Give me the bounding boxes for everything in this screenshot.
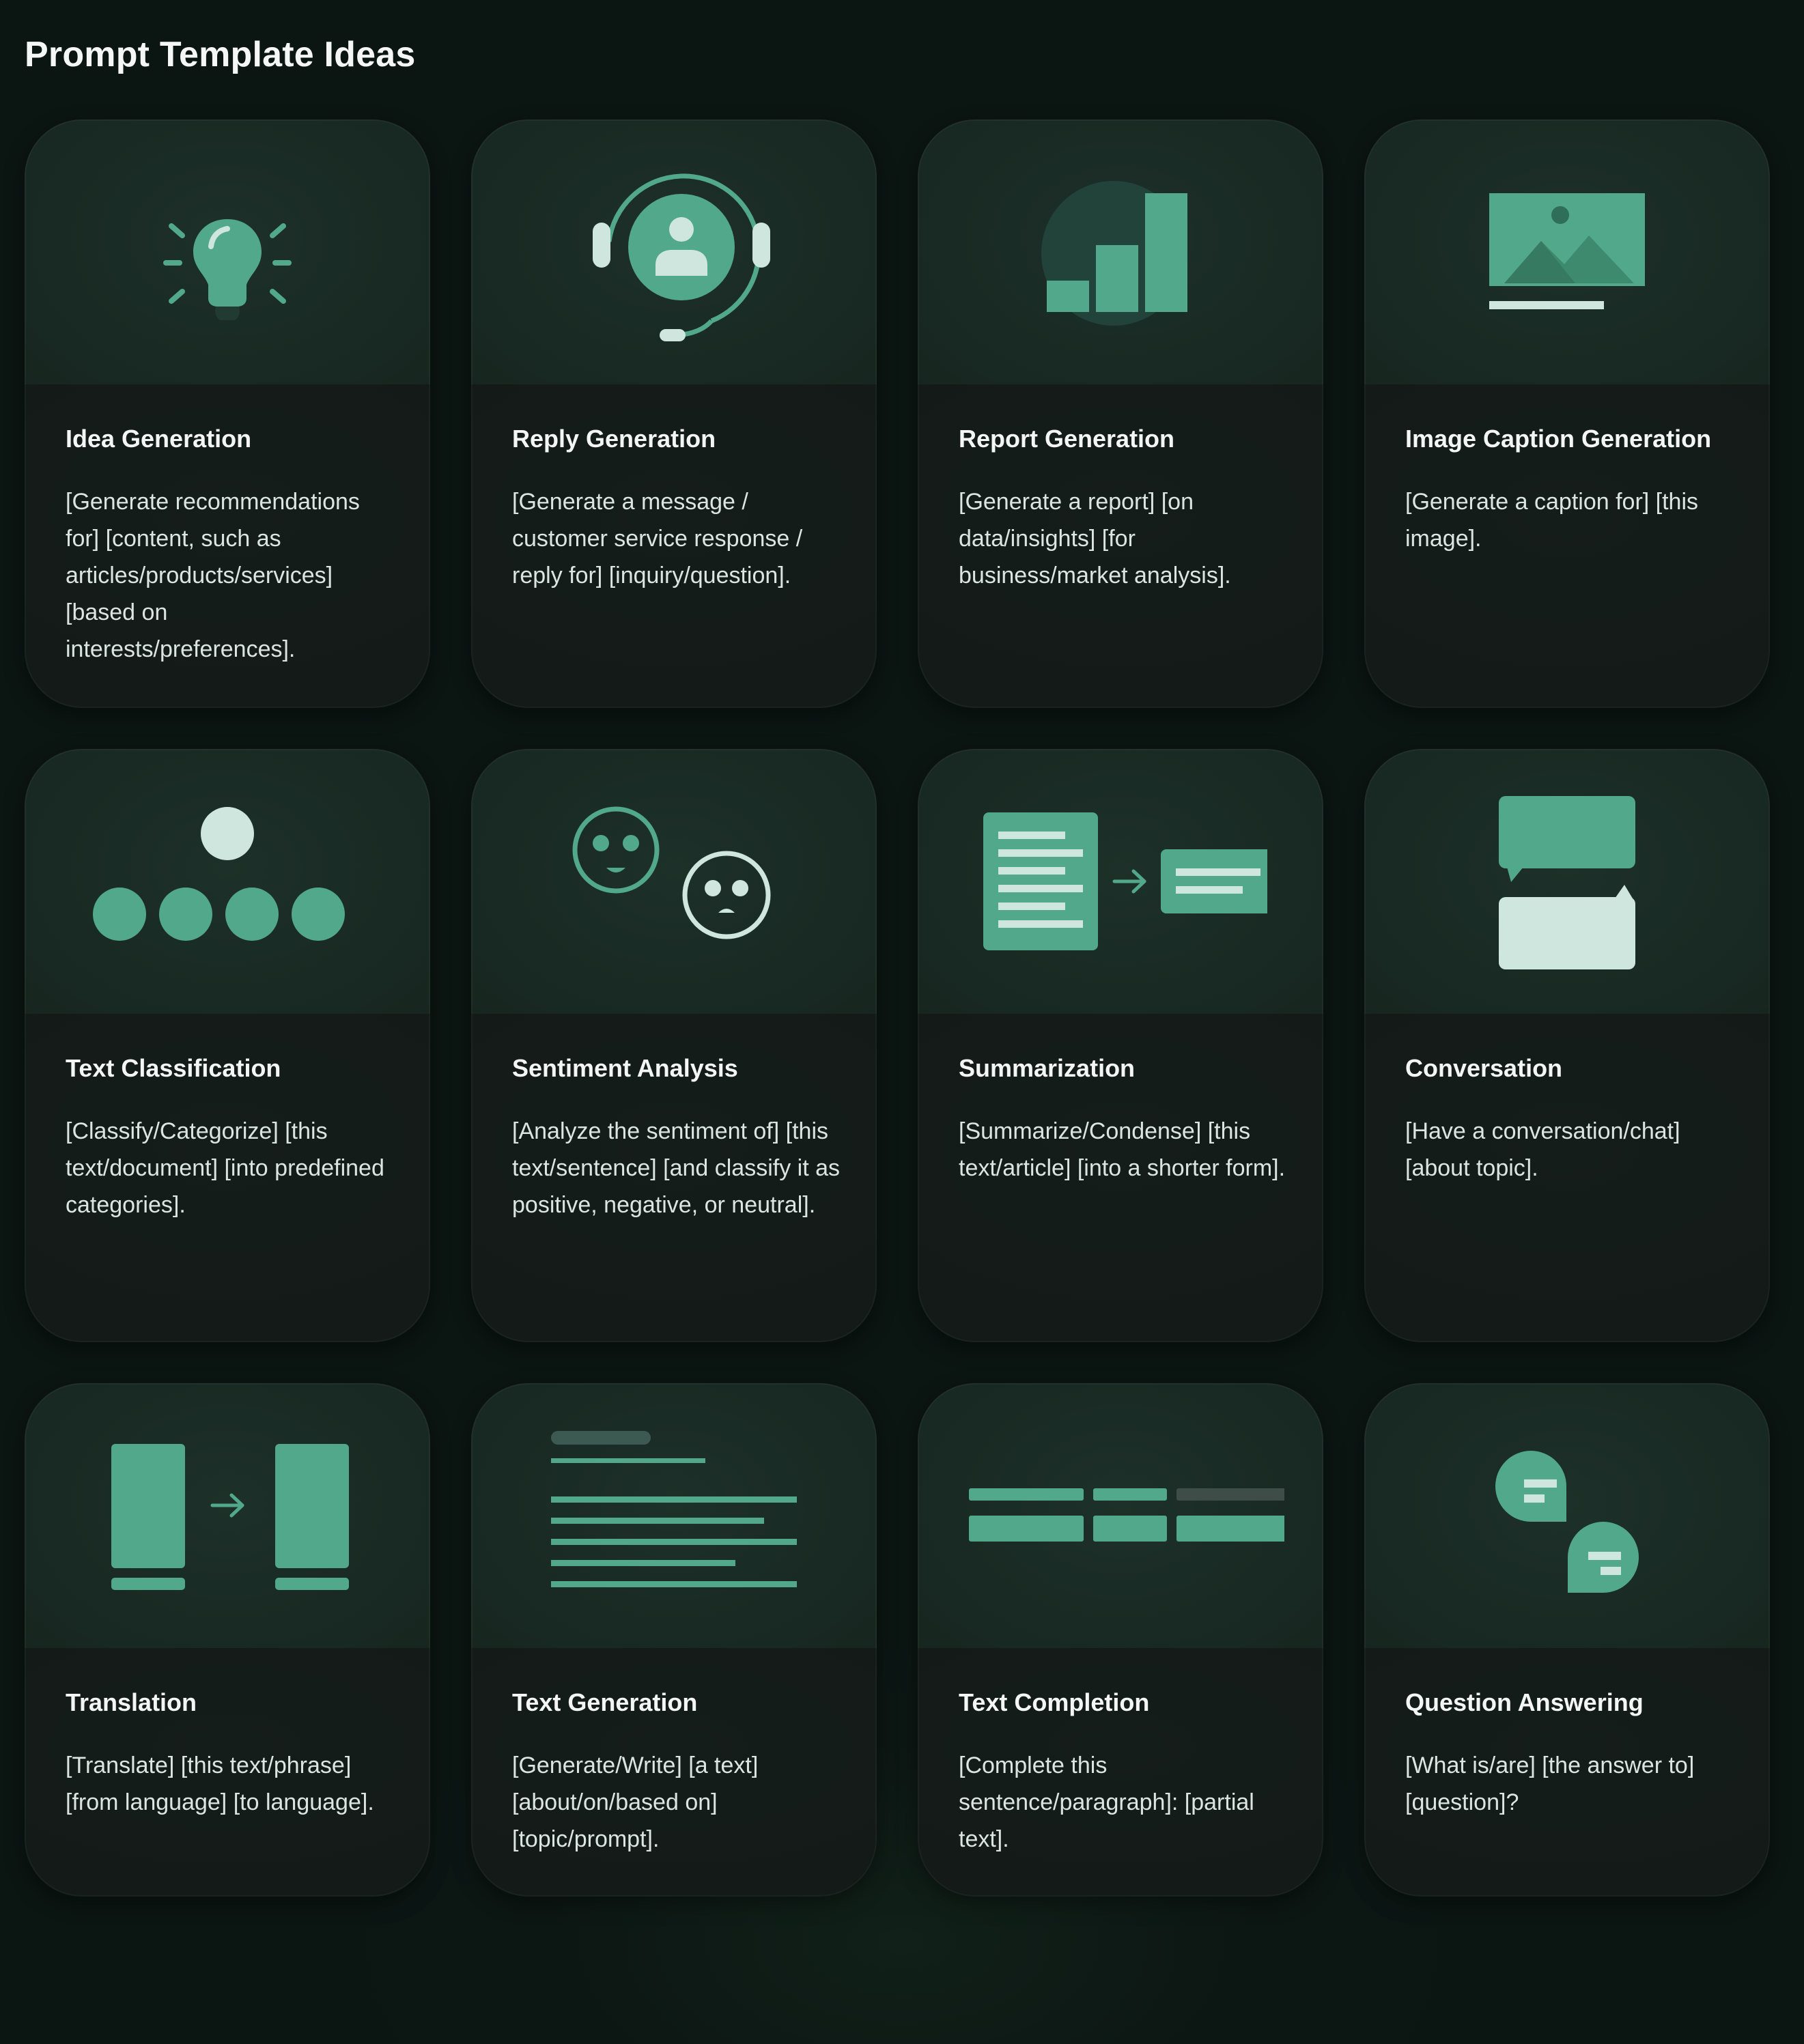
card-body: Question Answering [What is/are] [the an… bbox=[1364, 1648, 1770, 1897]
text-lines-icon bbox=[551, 1431, 797, 1587]
image-caption-icon bbox=[1489, 193, 1645, 309]
bar-chart-icon bbox=[1041, 181, 1187, 326]
card-report-generation[interactable]: Report Generation [Generate a report] [o… bbox=[918, 119, 1323, 708]
card-translation[interactable]: Translation [Translate] [this text/phras… bbox=[25, 1383, 430, 1897]
card-body: Reply Generation [Generate a message / c… bbox=[471, 384, 877, 708]
card-description: [Generate a message / customer service r… bbox=[512, 489, 803, 589]
card-description: [Summarize/Condense] [this text/article]… bbox=[959, 1118, 1286, 1182]
card-description: [Have a conversation/chat] [about topic]… bbox=[1405, 1118, 1680, 1182]
card-description: [Translate] [this text/phrase] [from lan… bbox=[66, 1752, 374, 1816]
card-illustration bbox=[1364, 749, 1770, 1014]
card-illustration bbox=[1364, 119, 1770, 384]
card-illustration bbox=[1364, 1383, 1770, 1648]
card-image-caption-generation[interactable]: Image Caption Generation [Generate a cap… bbox=[1364, 119, 1770, 708]
card-text-generation[interactable]: Text Generation [Generate/Write] [a text… bbox=[471, 1383, 877, 1897]
headset-support-icon bbox=[593, 173, 770, 341]
card-title: Report Generation bbox=[959, 425, 1175, 453]
classification-dots-icon bbox=[93, 807, 345, 941]
card-body: Image Caption Generation [Generate a cap… bbox=[1364, 384, 1770, 708]
card-title: Reply Generation bbox=[512, 425, 716, 453]
card-illustration bbox=[25, 1383, 430, 1648]
card-body: Idea Generation [Generate recommendation… bbox=[25, 384, 430, 708]
question-answer-bubbles-icon bbox=[1495, 1451, 1639, 1593]
card-body: Text Classification [Classify/Categorize… bbox=[25, 1014, 430, 1342]
card-question-answering[interactable]: Question Answering [What is/are] [the an… bbox=[1364, 1383, 1770, 1897]
card-text-classification[interactable]: Text Classification [Classify/Categorize… bbox=[25, 749, 430, 1342]
card-title: Sentiment Analysis bbox=[512, 1054, 738, 1082]
card-illustration bbox=[918, 749, 1323, 1014]
card-illustration bbox=[918, 119, 1323, 384]
text-completion-icon bbox=[969, 1488, 1284, 1542]
card-illustration bbox=[918, 1383, 1323, 1648]
template-card-grid: Idea Generation [Generate recommendation… bbox=[25, 119, 1771, 1897]
card-title: Image Caption Generation bbox=[1405, 425, 1712, 453]
card-body: Text Generation [Generate/Write] [a text… bbox=[471, 1648, 877, 1897]
card-description: [Generate a caption for] [this image]. bbox=[1405, 489, 1699, 552]
card-title: Text Completion bbox=[959, 1688, 1150, 1716]
card-body: Summarization [Summarize/Condense] [this… bbox=[918, 1014, 1323, 1342]
card-title: Conversation bbox=[1405, 1054, 1563, 1082]
card-description: [Generate/Write] [a text] [about/on/base… bbox=[512, 1752, 759, 1853]
card-title: Translation bbox=[66, 1688, 197, 1716]
card-summarization[interactable]: Summarization [Summarize/Condense] [this… bbox=[918, 749, 1323, 1342]
chat-bubbles-icon bbox=[1499, 796, 1635, 969]
card-sentiment-analysis[interactable]: Sentiment Analysis [Analyze the sentimen… bbox=[471, 749, 877, 1342]
card-illustration bbox=[471, 749, 877, 1014]
card-text-completion[interactable]: Text Completion [Complete this sentence/… bbox=[918, 1383, 1323, 1897]
card-reply-generation[interactable]: Reply Generation [Generate a message / c… bbox=[471, 119, 877, 708]
card-title: Question Answering bbox=[1405, 1688, 1644, 1716]
card-description: [Generate recommendations for] [content,… bbox=[66, 489, 360, 663]
card-description: [What is/are] [the answer to] [question]… bbox=[1405, 1752, 1695, 1816]
lightbulb-icon bbox=[163, 219, 292, 320]
card-body: Text Completion [Complete this sentence/… bbox=[918, 1648, 1323, 1897]
card-body: Conversation [Have a conversation/chat] … bbox=[1364, 1014, 1770, 1342]
card-description: [Analyze the sentiment of] [this text/se… bbox=[512, 1118, 841, 1219]
card-illustration bbox=[471, 1383, 877, 1648]
card-conversation[interactable]: Conversation [Have a conversation/chat] … bbox=[1364, 749, 1770, 1342]
card-description: [Generate a report] [on data/insights] [… bbox=[959, 489, 1231, 589]
card-title: Idea Generation bbox=[66, 425, 252, 453]
translation-icon bbox=[111, 1444, 349, 1590]
card-illustration bbox=[471, 119, 877, 384]
card-idea-generation[interactable]: Idea Generation [Generate recommendation… bbox=[25, 119, 430, 708]
sentiment-faces-icon bbox=[572, 806, 771, 939]
document-summary-icon bbox=[983, 812, 1267, 950]
card-title: Summarization bbox=[959, 1054, 1136, 1082]
card-title: Text Generation bbox=[512, 1688, 698, 1716]
card-description: [Complete this sentence/paragraph]: [par… bbox=[959, 1752, 1254, 1853]
card-body: Report Generation [Generate a report] [o… bbox=[918, 384, 1323, 708]
card-illustration bbox=[25, 119, 430, 384]
card-illustration bbox=[25, 749, 430, 1014]
card-body: Translation [Translate] [this text/phras… bbox=[25, 1648, 430, 1897]
card-description: [Classify/Categorize] [this text/documen… bbox=[66, 1118, 384, 1219]
card-body: Sentiment Analysis [Analyze the sentimen… bbox=[471, 1014, 877, 1342]
card-title: Text Classification bbox=[66, 1054, 281, 1082]
page-title: Prompt Template Ideas bbox=[25, 35, 416, 74]
